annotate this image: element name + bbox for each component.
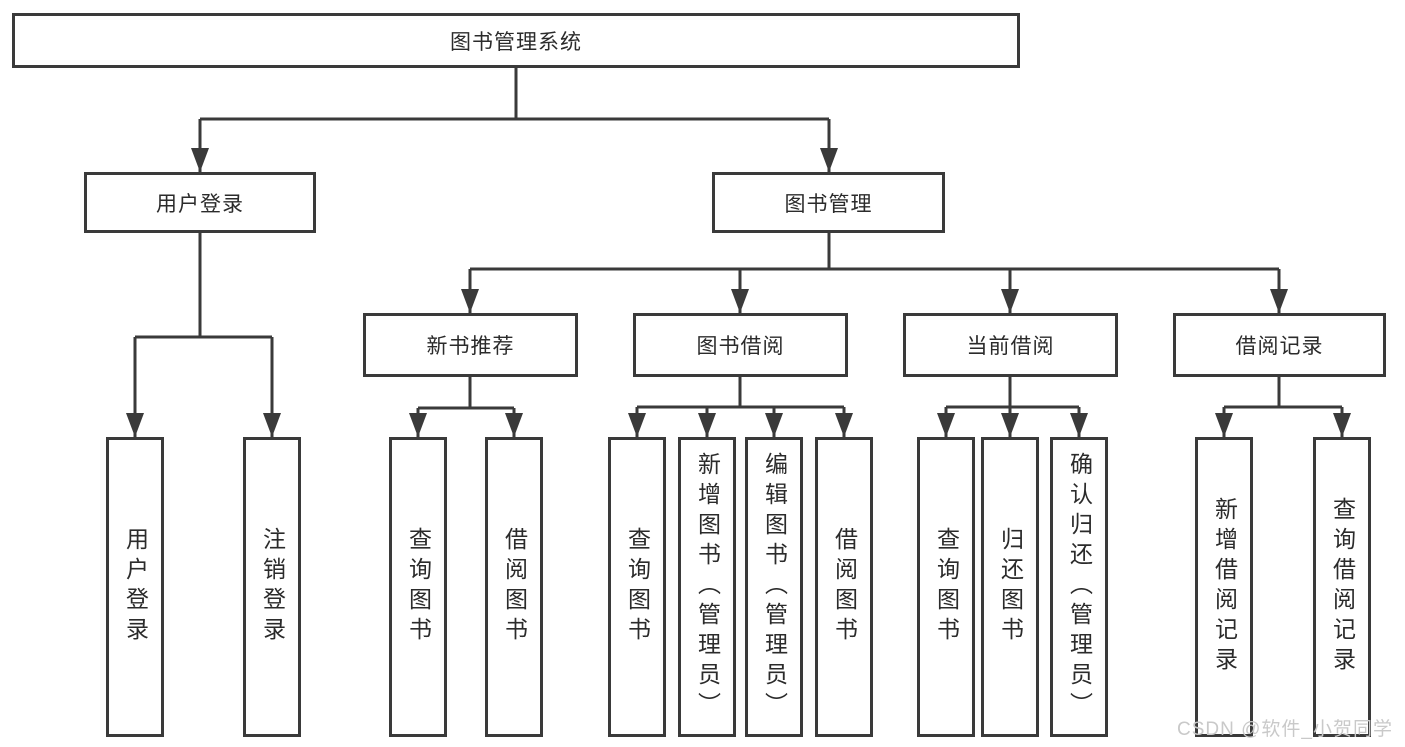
leaf-return-book: 归还图书: [981, 437, 1039, 737]
leaf-user-login-label: 用户登录: [122, 527, 149, 647]
leaf-query-book-borrow-label: 查询图书: [624, 527, 651, 647]
leaf-query-borrow-record-label: 查询借阅记录: [1329, 497, 1356, 677]
node-borrow-record: 借阅记录: [1173, 313, 1386, 377]
leaf-edit-book-admin: 编辑图书（管理员）: [745, 437, 803, 737]
leaf-logout: 注销登录: [243, 437, 301, 737]
leaf-add-book-admin-label: 新增图书（管理员）: [694, 452, 721, 722]
csdn-watermark: CSDN @软件_小贺同学: [1177, 719, 1393, 740]
node-new-book-recommend: 新书推荐: [363, 313, 578, 377]
leaf-query-book-recommend: 查询图书: [389, 437, 447, 737]
leaf-borrow-book: 借阅图书: [815, 437, 873, 737]
leaf-add-borrow-record: 新增借阅记录: [1195, 437, 1253, 737]
leaf-borrow-book-label: 借阅图书: [831, 527, 858, 647]
leaf-query-book-current-label: 查询图书: [933, 527, 960, 647]
node-user-login: 用户登录: [84, 172, 316, 233]
leaf-borrow-book-recommend-label: 借阅图书: [501, 527, 528, 647]
leaf-add-borrow-record-label: 新增借阅记录: [1211, 497, 1238, 677]
node-book-management: 图书管理: [712, 172, 945, 233]
leaf-confirm-return-admin-label: 确认归还（管理员）: [1066, 452, 1093, 722]
node-current-borrow: 当前借阅: [903, 313, 1118, 377]
leaf-borrow-book-recommend: 借阅图书: [485, 437, 543, 737]
leaf-user-login: 用户登录: [106, 437, 164, 737]
leaf-query-book-current: 查询图书: [917, 437, 975, 737]
leaf-add-book-admin: 新增图书（管理员）: [678, 437, 736, 737]
leaf-query-book-recommend-label: 查询图书: [405, 527, 432, 647]
leaf-return-book-label: 归还图书: [997, 527, 1024, 647]
leaf-query-book-borrow: 查询图书: [608, 437, 666, 737]
node-book-borrow: 图书借阅: [633, 313, 848, 377]
leaf-confirm-return-admin: 确认归还（管理员）: [1050, 437, 1108, 737]
leaf-edit-book-admin-label: 编辑图书（管理员）: [761, 452, 788, 722]
leaf-logout-label: 注销登录: [259, 527, 286, 647]
node-root-system: 图书管理系统: [12, 13, 1020, 68]
leaf-query-borrow-record: 查询借阅记录: [1313, 437, 1371, 737]
